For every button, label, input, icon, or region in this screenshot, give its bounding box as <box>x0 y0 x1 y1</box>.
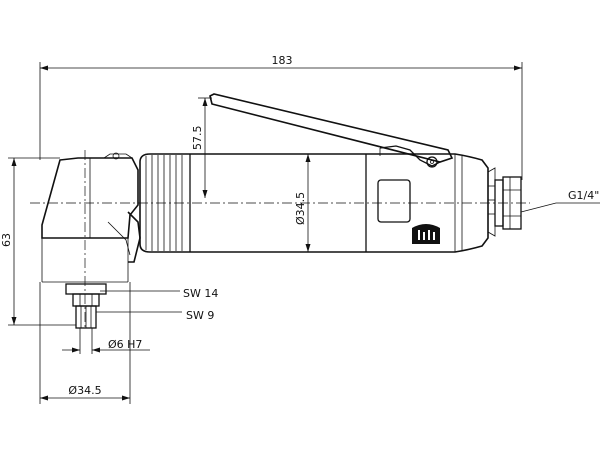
logo-mark <box>412 224 440 244</box>
air-inlet-label: G1/4" <box>568 189 599 202</box>
motor-body: Ø34.5 <box>139 153 496 253</box>
bore-dimension: Ø6 H7 <box>62 328 150 354</box>
sw14-callout: SW 14 <box>100 287 218 300</box>
air-inlet-fitting <box>494 176 522 230</box>
lever-height-label: 57.5 <box>191 126 204 151</box>
head-height-dimension: 63 <box>0 157 76 326</box>
sw9-callout: SW 9 <box>96 309 214 322</box>
air-inlet-callout: G1/4" <box>520 189 600 213</box>
overall-length-dimension: 183 <box>39 54 523 180</box>
body-diameter-label: Ø34.5 <box>294 192 307 225</box>
angle-head <box>41 150 139 330</box>
spindle <box>65 283 107 329</box>
head-diameter-dimension: Ø34.5 <box>39 282 131 404</box>
neck <box>107 211 141 263</box>
bore-label: Ø6 H7 <box>108 338 142 351</box>
sw9-label: SW 9 <box>186 309 214 322</box>
lever-height-dimension: 57.5 <box>191 97 212 198</box>
throttle-lever <box>209 93 454 168</box>
head-height-label: 63 <box>0 233 13 247</box>
head-diameter-label: Ø34.5 <box>68 384 101 397</box>
overall-length-label: 183 <box>272 54 293 67</box>
sw14-label: SW 14 <box>183 287 218 300</box>
